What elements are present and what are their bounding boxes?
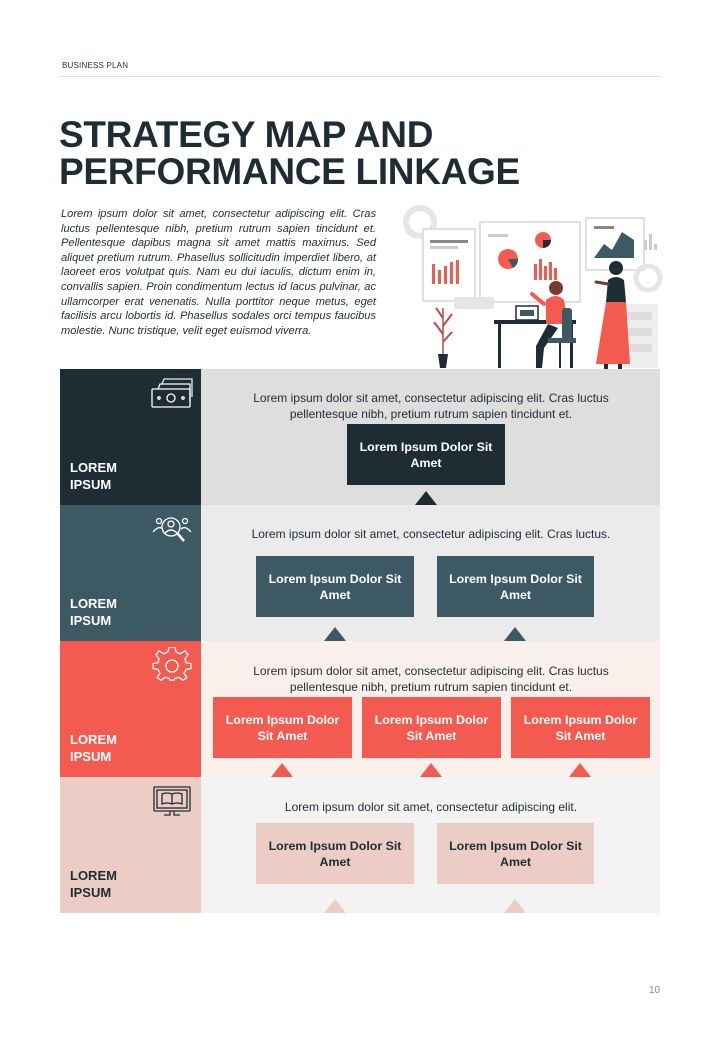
row-3-description: Lorem ipsum dolor sit amet, consectetur … xyxy=(253,664,609,694)
row-2-label: LOREM IPSUM xyxy=(70,595,117,629)
header-divider xyxy=(60,76,660,77)
row-3-up-arrow-2 xyxy=(420,763,442,777)
row-3-objective-box-2: Lorem Ipsum Dolor Sit Amet xyxy=(362,697,501,758)
page-number: 10 xyxy=(649,985,661,996)
row-2-side-panel: LOREM IPSUM xyxy=(60,505,201,641)
row-1-side-panel: LOREM IPSUM xyxy=(60,369,201,505)
strategy-row-3: LOREM IPSUM Lorem ipsum dolor sit amet, … xyxy=(60,641,660,777)
row-2-content: Lorem ipsum dolor sit amet, consectetur … xyxy=(201,505,660,641)
row-3-label-line-1: LOREM xyxy=(70,732,117,747)
row-1-objective-box: Lorem Ipsum Dolor Sit Amet xyxy=(347,424,505,485)
row-2-objective-box-1: Lorem Ipsum Dolor Sit Amet xyxy=(256,556,414,617)
row-2-objective-box-2: Lorem Ipsum Dolor Sit Amet xyxy=(437,556,594,617)
row-3-content: Lorem ipsum dolor sit amet, consectetur … xyxy=(201,641,660,777)
row-1-label-line-2: IPSUM xyxy=(70,477,112,492)
desk-icon xyxy=(494,305,576,368)
row-4-up-arrow-1 xyxy=(324,899,346,913)
standing-person-icon xyxy=(594,261,630,369)
analytics-presentation-illustration xyxy=(403,205,663,369)
money-icon xyxy=(151,378,193,408)
row-4-objective-box-1: Lorem Ipsum Dolor Sit Amet xyxy=(256,823,414,884)
row-3-up-arrow-1 xyxy=(271,763,293,777)
row-2-up-arrow-2 xyxy=(504,627,526,641)
row-2-label-line-1: LOREM xyxy=(70,596,117,611)
seated-person-icon xyxy=(530,281,576,368)
row-1-description: Lorem ipsum dolor sit amet, consectetur … xyxy=(253,391,609,421)
strategy-row-2: LOREM IPSUM Lorem ipsum dolor sit amet, … xyxy=(60,505,660,641)
document-label: BUSINESS PLAN xyxy=(62,61,129,70)
row-2-description: Lorem ipsum dolor sit amet, consectetur … xyxy=(251,527,611,541)
row-4-label: LOREM IPSUM xyxy=(70,867,117,901)
page-title-line-2: PERFORMANCE LINKAGE xyxy=(59,151,520,192)
intro-paragraph: Lorem ipsum dolor sit amet, consectetur … xyxy=(61,208,376,337)
row-2-label-line-2: IPSUM xyxy=(70,613,112,628)
team-search-icon xyxy=(152,517,192,542)
row-1-label-line-1: LOREM xyxy=(70,460,117,475)
row-2-up-arrow-1 xyxy=(324,627,346,641)
row-3-label-line-2: IPSUM xyxy=(70,749,112,764)
row-4-label-line-2: IPSUM xyxy=(70,885,112,900)
row-1-label: LOREM IPSUM xyxy=(70,459,117,493)
row-3-side-panel: LOREM IPSUM xyxy=(60,641,201,777)
row-1-content: Lorem ipsum dolor sit amet, consectetur … xyxy=(201,369,660,505)
row-4-objective-box-2: Lorem Ipsum Dolor Sit Amet xyxy=(437,823,594,884)
row-4-content: Lorem ipsum dolor sit amet, consectetur … xyxy=(201,777,660,913)
page-title-line-1: STRATEGY MAP AND xyxy=(59,114,434,155)
row-4-description: Lorem ipsum dolor sit amet, consectetur … xyxy=(284,800,578,814)
row-3-objective-box-1: Lorem Ipsum Dolor Sit Amet xyxy=(213,697,352,758)
row-1-up-arrow xyxy=(415,491,437,505)
monitor-book-icon xyxy=(153,786,191,816)
row-4-label-line-1: LOREM xyxy=(70,868,117,883)
strategy-row-1: LOREM IPSUM Lorem ipsum dolor sit amet, … xyxy=(60,369,660,505)
row-3-label: LOREM IPSUM xyxy=(70,731,117,765)
row-3-objective-box-3: Lorem Ipsum Dolor Sit Amet xyxy=(511,697,650,758)
page-title: STRATEGY MAP AND PERFORMANCE LINKAGE xyxy=(59,116,520,190)
row-3-up-arrow-3 xyxy=(569,763,591,777)
gear-icon xyxy=(152,647,192,682)
plant-icon xyxy=(433,307,453,368)
strategy-row-4: LOREM IPSUM Lorem ipsum dolor sit amet, … xyxy=(60,777,660,913)
row-4-side-panel: LOREM IPSUM xyxy=(60,777,201,913)
row-4-up-arrow-2 xyxy=(504,899,526,913)
